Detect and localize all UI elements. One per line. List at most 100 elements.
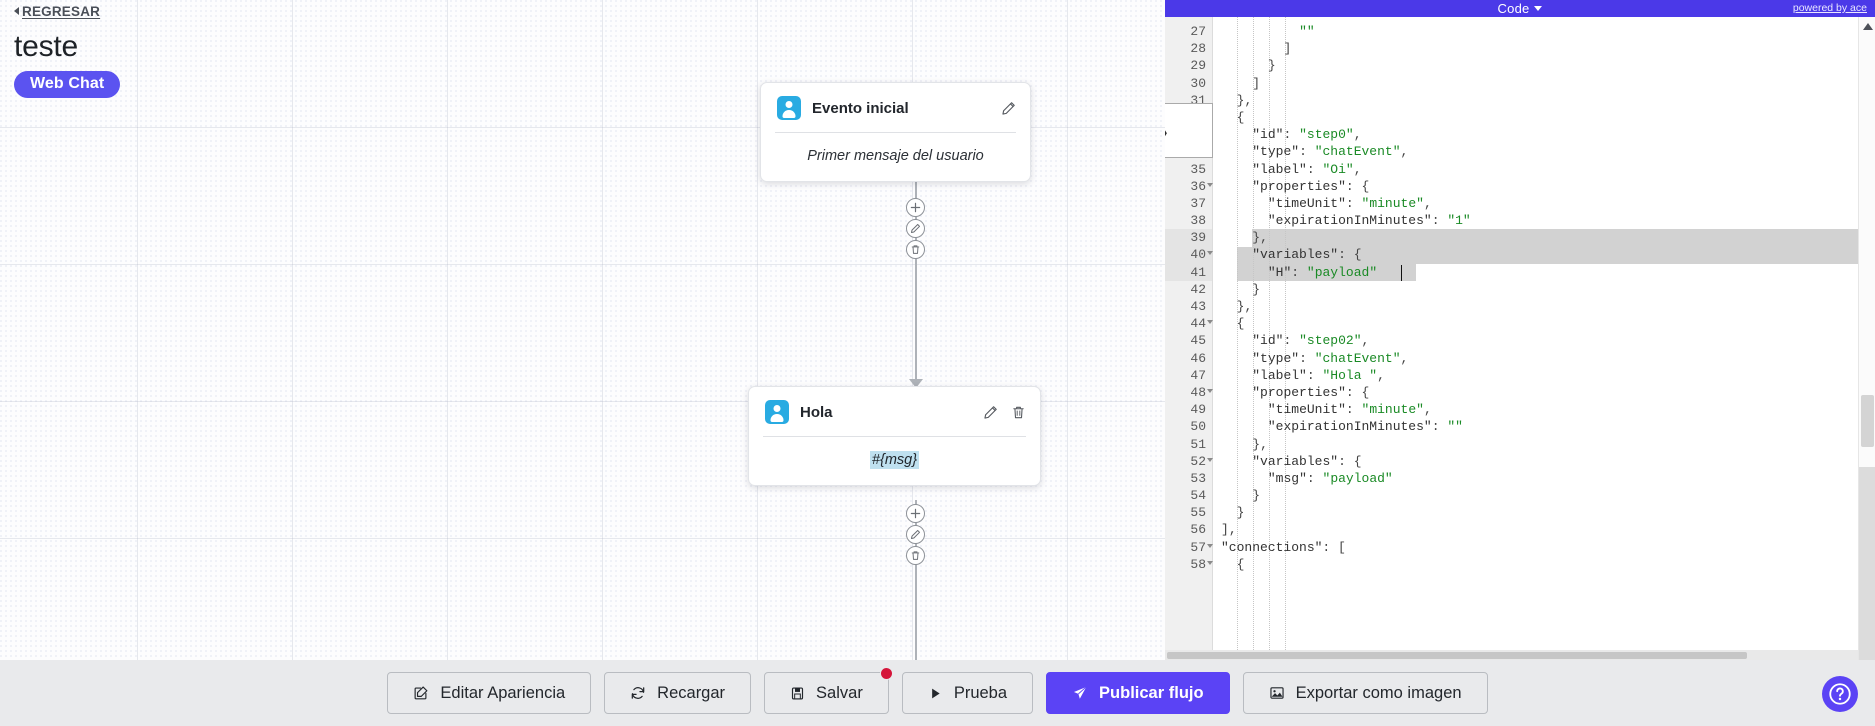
code-line[interactable]: } [1252, 488, 1261, 504]
code-line[interactable]: "connections": [ [1221, 539, 1346, 555]
line-number: 30 [1190, 75, 1206, 91]
text-caret [1400, 264, 1403, 281]
code-line[interactable]: }, [1252, 436, 1268, 452]
page-title: teste [14, 30, 79, 63]
code-line[interactable]: }, [1236, 299, 1253, 314]
editor-vertical-scrollbar[interactable] [1858, 17, 1875, 660]
edit-icon[interactable] [983, 405, 998, 420]
code-line[interactable]: "id": "step02", [1252, 333, 1370, 349]
toolbar-button-salvar[interactable]: Salvar [764, 667, 893, 714]
chevron-down-icon[interactable] [1534, 6, 1543, 11]
node-body-text: Primer mensaje del usuario [807, 148, 984, 164]
code-line[interactable]: "label": "Hola ", [1252, 367, 1385, 383]
code-line[interactable]: "timeUnit": "minute", [1267, 402, 1432, 418]
line-number: 38 [1190, 213, 1206, 229]
delete-icon[interactable] [906, 546, 925, 565]
code-line[interactable]: } [1236, 505, 1245, 521]
powered-by-ace-link[interactable]: powered by ace [1792, 2, 1867, 14]
code-line[interactable]: }, [1236, 92, 1253, 108]
publish-icon [1072, 685, 1088, 701]
back-link[interactable]: REGRESAR [14, 4, 100, 19]
code-line[interactable]: ] [1252, 75, 1261, 91]
code-panel-header: Code powered by ace [1165, 0, 1875, 17]
line-number: 37 [1190, 195, 1206, 211]
code-line[interactable]: { [1236, 316, 1245, 332]
line-number: 41 [1165, 263, 1212, 281]
fold-toggle-icon[interactable] [1207, 457, 1213, 462]
page-header: REGRESAR teste Web Chat [14, 2, 121, 98]
code-line[interactable]: "label": "Oi", [1252, 161, 1362, 177]
edit-icon[interactable] [1001, 101, 1016, 116]
refresh-icon [630, 685, 646, 701]
code-line[interactable]: "id": "step0", [1252, 127, 1362, 143]
fold-toggle-icon[interactable] [1207, 543, 1213, 548]
code-line[interactable]: "variables": { [1252, 247, 1362, 263]
selection-highlight [1236, 246, 1875, 264]
scrollbar-thumb[interactable] [1861, 395, 1874, 447]
flow-canvas[interactable]: Evento inicial Primer mensaje del usuari… [0, 0, 1165, 660]
line-number: 57 [1165, 539, 1213, 556]
code-line[interactable]: "properties": { [1252, 178, 1370, 194]
question-circle-icon [1829, 683, 1851, 705]
code-text-area[interactable]: "" ] } ] }, { "id": "step0", "type": "ch… [1213, 17, 1875, 660]
toolbar-button-label: Recargar [657, 683, 726, 702]
code-line[interactable]: "expirationInMinutes": "1" [1267, 213, 1471, 229]
code-line[interactable]: "properties": { [1252, 384, 1370, 400]
edit-icon[interactable] [906, 525, 925, 544]
back-label: REGRESAR [22, 4, 101, 19]
flow-node-evento-inicial[interactable]: Evento inicial Primer mensaje del usuari… [760, 82, 1031, 182]
code-line[interactable]: "type": "chatEvent", [1252, 144, 1409, 160]
node-actions [983, 405, 1026, 420]
line-number: 55 [1190, 505, 1206, 521]
code-panel-title[interactable]: Code [1497, 1, 1530, 16]
delete-icon[interactable] [906, 240, 925, 259]
code-line[interactable]: { [1236, 556, 1245, 572]
toolbar-button-exportar-como-imagen[interactable]: Exportar como imagen [1242, 672, 1488, 714]
toolbar-button-label: Exportar como imagen [1295, 683, 1462, 702]
code-line[interactable]: } [1252, 281, 1261, 297]
code-line[interactable]: "timeUnit": "minute", [1267, 195, 1432, 211]
connector-line-1 [915, 168, 917, 385]
selection-highlight [1252, 229, 1875, 247]
toolbar-button-label: Salvar [816, 683, 863, 702]
line-number: 49 [1190, 402, 1206, 418]
fold-toggle-icon[interactable] [1207, 320, 1213, 325]
line-number: 53 [1190, 470, 1206, 486]
fold-toggle-icon[interactable] [1207, 251, 1213, 256]
code-line[interactable]: ], [1221, 522, 1237, 538]
toolbar-button-prueba[interactable]: Prueba [901, 672, 1034, 714]
code-editor[interactable]: 2728293031323334353637383940414243444546… [1165, 17, 1875, 660]
flow-node-hola[interactable]: Hola #{msg} [748, 386, 1041, 486]
fold-toggle-icon[interactable] [1207, 182, 1213, 187]
code-line[interactable]: ] [1283, 41, 1292, 57]
toolbar-button-editar-apariencia[interactable]: Editar Apariencia [387, 672, 592, 714]
help-button[interactable] [1822, 676, 1858, 712]
delete-icon[interactable] [1011, 405, 1026, 420]
edit-icon[interactable] [906, 219, 925, 238]
code-line[interactable]: "" [1299, 24, 1315, 39]
code-line[interactable]: { [1236, 109, 1245, 125]
code-line[interactable]: } [1267, 58, 1276, 74]
code-line[interactable]: "variables": { [1252, 453, 1362, 469]
line-number: 51 [1190, 436, 1206, 452]
code-line[interactable]: "H": "payload" [1267, 264, 1378, 280]
toolbar-button-label: Publicar flujo [1099, 683, 1204, 702]
code-line[interactable]: "msg": "payload" [1267, 470, 1393, 486]
editor-horizontal-scrollbar[interactable] [1165, 650, 1858, 660]
fold-toggle-icon[interactable] [1207, 388, 1213, 393]
toolbar-button-publicar-flujo[interactable]: Publicar flujo [1046, 672, 1230, 714]
scrollbar-thumb-horizontal[interactable] [1167, 652, 1747, 659]
scroll-up-icon[interactable] [1862, 23, 1873, 30]
code-line[interactable]: }, [1252, 230, 1268, 246]
fold-toggle-icon[interactable] [1207, 560, 1213, 565]
add-icon[interactable] [906, 198, 925, 217]
line-number: 35 [1190, 161, 1206, 177]
scrollbar-track[interactable] [1859, 467, 1875, 660]
jump-to-line-box[interactable]: ❯ [1165, 103, 1213, 158]
add-icon[interactable] [906, 504, 925, 523]
code-line[interactable]: "type": "chatEvent", [1252, 350, 1409, 366]
code-line[interactable]: "expirationInMinutes": "" [1267, 419, 1463, 435]
user-icon [777, 96, 801, 120]
connector-line-2 [915, 500, 917, 660]
toolbar-button-recargar[interactable]: Recargar [604, 672, 752, 714]
